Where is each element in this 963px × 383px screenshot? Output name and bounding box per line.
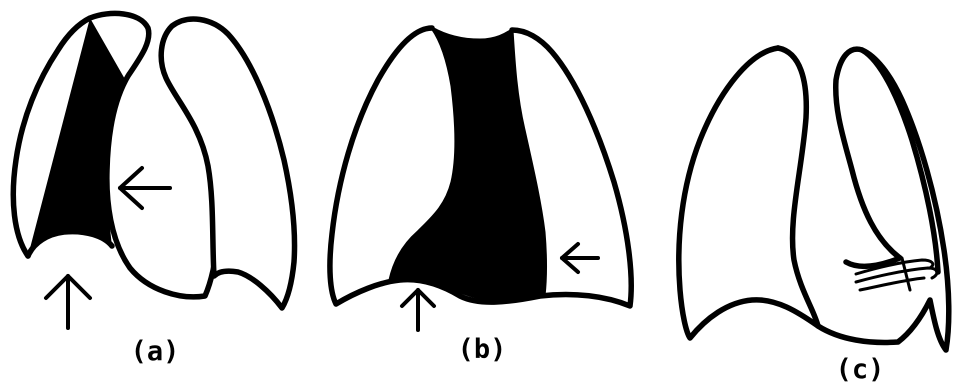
panel-c: (c) bbox=[679, 48, 949, 383]
panel-b: (b) bbox=[330, 28, 631, 365]
panel-b-label: (b) bbox=[458, 334, 507, 365]
panel-a: (a) bbox=[13, 13, 294, 367]
panel-a-up-arrow-icon bbox=[46, 276, 90, 328]
panel-b-up-arrow-icon bbox=[402, 290, 434, 330]
panel-a-label: (a) bbox=[131, 336, 180, 367]
panel-c-label: (c) bbox=[836, 354, 885, 383]
